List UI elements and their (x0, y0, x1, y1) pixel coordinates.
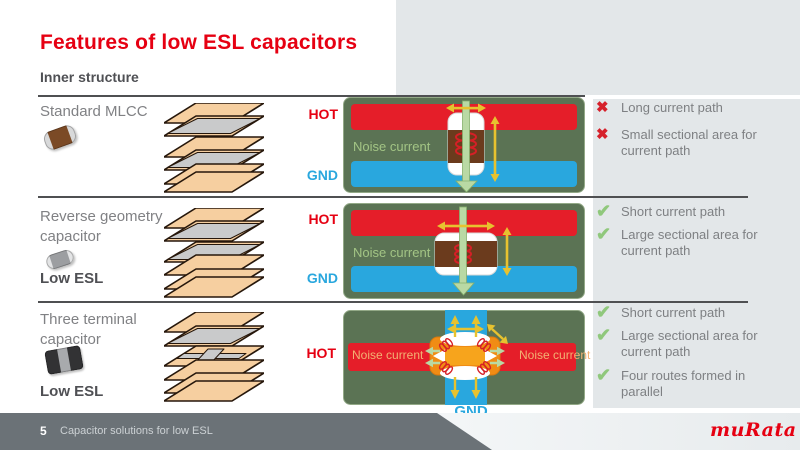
row3-four-route-arrows-icon (425, 346, 505, 368)
page-title: Features of low ESL capacitors (40, 31, 358, 54)
row-divider-1 (38, 196, 748, 198)
row3-name-line2: capacitor (40, 331, 101, 348)
row1-noise-current-arrow-icon (455, 100, 478, 193)
row3-hot-label: HOT (306, 345, 336, 361)
annotation-panel-background (593, 99, 800, 408)
check-icon: ✔ (596, 302, 612, 322)
row3-point-3: Four routes formed in parallel (621, 368, 746, 399)
row1-name: Standard MLCC (40, 103, 148, 120)
row2-hot-label: HOT (308, 211, 338, 227)
murata-logo: muRata (710, 419, 797, 441)
row3-right-terminal-notch (485, 349, 497, 363)
row2-noise-current-label: Noise current (353, 245, 431, 260)
row3-name-line1: Three terminal (40, 311, 137, 328)
row3-point-1: Short current path (621, 305, 726, 320)
row3-layer-stack-diagram (164, 312, 264, 402)
row1-current-path-diagram (343, 97, 585, 193)
row1-point-2: Small sectional area for current path (621, 127, 757, 158)
row1-gnd-label: GND (306, 167, 338, 183)
check-icon: ✔ (596, 365, 612, 385)
cross-icon: ✖ (596, 99, 609, 116)
row3-name: Three terminal capacitor (40, 310, 190, 350)
row2-name-line1: Reverse geometry (40, 208, 163, 225)
section-subtitle: Inner structure (40, 69, 139, 85)
row1-point-1: Long current path (621, 100, 723, 115)
row3-noise-current-label-right: Noise current (519, 348, 591, 362)
row3-diagonal-arrow-icon (487, 324, 508, 344)
row2-noise-current-arrow-icon (452, 206, 475, 296)
row2-name-line2: capacitor (40, 228, 101, 245)
footer-bar (0, 413, 492, 450)
row2-point-1: Short current path (621, 204, 726, 219)
check-icon: ✔ (596, 325, 612, 345)
row2-gnd-label: GND (306, 270, 338, 286)
row1-layer-stack-diagram (164, 103, 264, 193)
row2-name: Reverse geometry capacitor (40, 207, 190, 247)
row1-hot-label: HOT (308, 106, 338, 122)
row-divider-2 (38, 301, 748, 303)
check-icon: ✔ (596, 201, 612, 221)
standard-mlcc-chip-image (41, 123, 79, 152)
row3-esl-coil-icons (438, 338, 492, 375)
row3-current-path-diagram (343, 310, 585, 405)
row2-layer-stack-diagram (164, 208, 264, 298)
row1-noise-current-label: Noise current (353, 139, 431, 154)
row3-point-2: Large sectional area for current path (621, 328, 758, 359)
row1-length-arrow-icon (490, 116, 500, 182)
row3-noise-current-label-left: Noise current (352, 348, 424, 362)
row2-current-path-diagram (343, 203, 585, 299)
check-icon: ✔ (596, 224, 612, 244)
footer-caption: Capacitor solutions for low ESL (60, 425, 213, 437)
header-accent-block (396, 0, 800, 95)
row3-left-terminal-notch (433, 349, 445, 363)
reverse-geometry-chip-image (44, 248, 76, 271)
three-terminal-chip-image (44, 345, 84, 375)
row2-width-arrow-icon (437, 221, 495, 231)
row3-low-esl-label: Low ESL (40, 383, 104, 400)
row1-width-arrow-icon (446, 103, 486, 113)
row3-capacitor-inner-electrode (433, 347, 497, 365)
page-number: 5 (40, 424, 47, 438)
row3-vertical-route-arrows-icon (447, 315, 484, 399)
row2-length-arrow-icon (502, 227, 512, 276)
subtitle-rule (38, 95, 585, 97)
cross-icon: ✖ (596, 126, 609, 143)
row2-point-2: Large sectional area for current path (621, 227, 758, 258)
row2-low-esl-label: Low ESL (40, 270, 104, 287)
